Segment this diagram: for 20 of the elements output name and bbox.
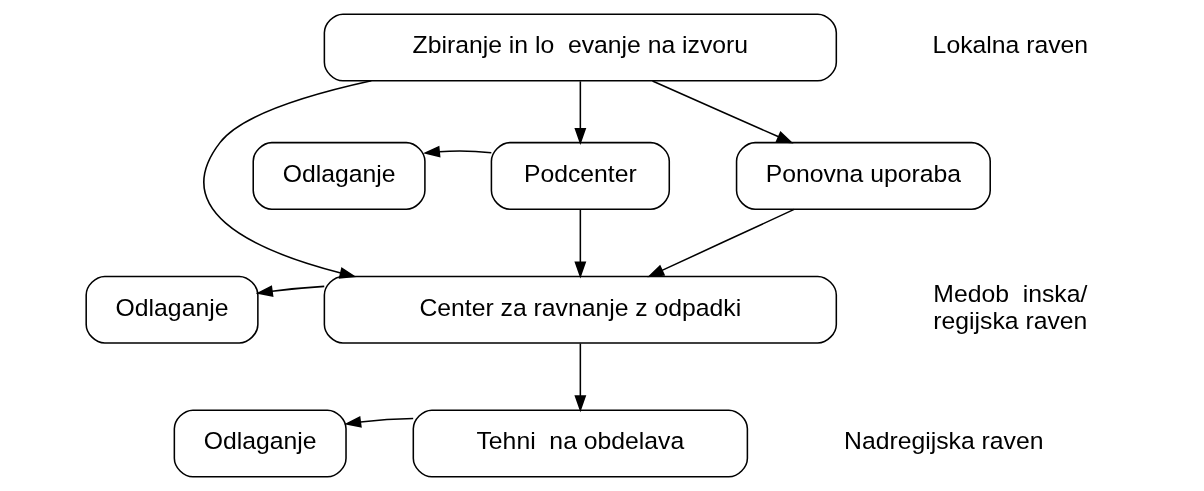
- arrow: [422, 145, 493, 158]
- node-box: Tehni na obdelava: [412, 409, 749, 478]
- arrow: [574, 80, 587, 145]
- arrow: [647, 208, 795, 278]
- arrow: [344, 416, 414, 428]
- node-box: Odlaganje: [173, 409, 347, 478]
- arrow: [203, 80, 373, 279]
- label: Lokalna raven: [932, 31, 1089, 59]
- node-box: Odlaganje: [252, 141, 426, 210]
- label: Medob inska/ regijska raven: [933, 279, 1088, 335]
- label: Nadregijska raven: [844, 427, 1044, 455]
- arrow: [574, 342, 587, 413]
- arrow: [574, 209, 587, 279]
- node-box: Odlaganje: [85, 275, 259, 344]
- arrow: [651, 80, 794, 144]
- node-box: Center za ravnanje z odpadki: [323, 275, 838, 344]
- node-box: Podcenter: [490, 141, 671, 210]
- arrow: [255, 285, 325, 298]
- node-box: Zbiranje in lo evanje na izvoru: [323, 13, 838, 82]
- node-box: Ponovna uporaba: [735, 141, 991, 210]
